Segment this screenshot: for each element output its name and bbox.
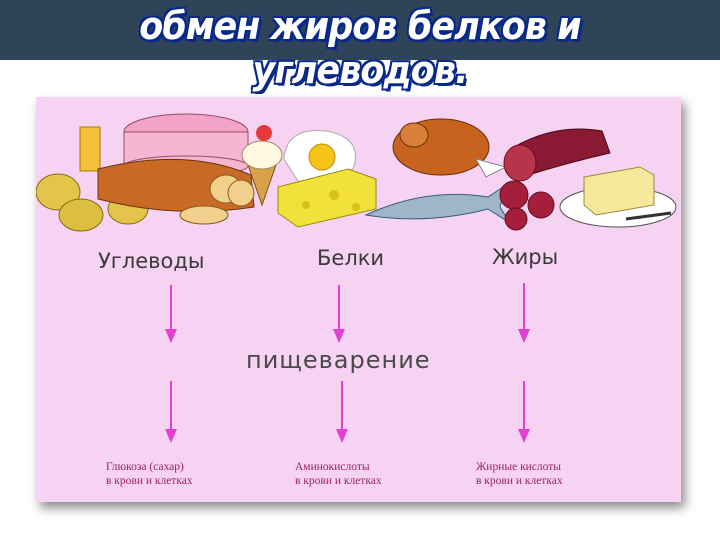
column-label-fats: Жиры bbox=[492, 245, 559, 269]
result-proteins-line2: в крови и клетках bbox=[295, 475, 382, 487]
arrow-carbohydrates-top bbox=[165, 285, 177, 343]
diagram-card: Углеводы Белки Жиры пищеварение Глюкоза … bbox=[36, 97, 681, 502]
arrow-proteins-top bbox=[333, 285, 345, 343]
arrow-fats-bottom bbox=[518, 381, 530, 443]
result-fats: Жирные кислоты в крови и клетках bbox=[476, 460, 563, 488]
food-illustration bbox=[36, 113, 677, 232]
column-label-proteins: Белки bbox=[317, 246, 385, 270]
result-fats-line2: в крови и клетках bbox=[476, 475, 563, 487]
arrow-carbohydrates-bottom bbox=[165, 381, 177, 443]
slide-title: обмен жиров белков и углеводов. bbox=[139, 4, 581, 92]
result-proteins-line1: Аминокислоты bbox=[295, 461, 370, 473]
result-carbohydrates-line1: Глюкоза (сахар) bbox=[106, 461, 184, 473]
arrow-fats-top bbox=[518, 283, 530, 343]
arrow-proteins-bottom bbox=[336, 381, 348, 443]
result-carbohydrates: Глюкоза (сахар) в крови и клетках bbox=[106, 460, 193, 488]
result-proteins: Аминокислоты в крови и клетках bbox=[295, 460, 382, 488]
result-fats-line1: Жирные кислоты bbox=[476, 461, 562, 473]
process-label: пищеварение bbox=[246, 346, 431, 374]
result-carbohydrates-line2: в крови и клетках bbox=[106, 475, 193, 487]
header-bar bbox=[0, 0, 720, 60]
column-label-carbohydrates: Углеводы bbox=[98, 249, 205, 273]
